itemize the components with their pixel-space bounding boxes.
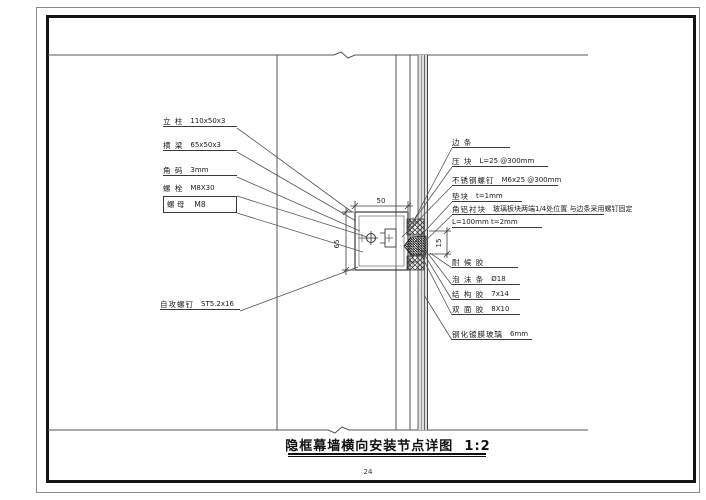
callout-weather-sealant: 耐 候 胶 <box>452 258 518 268</box>
callout-label: 双 面 胶 <box>452 305 485 314</box>
callout-label: 耐 候 胶 <box>452 258 485 267</box>
callout-transom: 横 梁 65x50x3 <box>163 141 237 151</box>
sheet-outer-border <box>36 7 700 493</box>
callout-foam-rod: 泡 沫 条 Ø18 <box>452 275 520 285</box>
callout-pressure-block: 压 块 L=25 @300mm <box>452 157 548 167</box>
callout-value: M8 <box>194 200 206 209</box>
callout-label: 结 构 胶 <box>452 290 485 299</box>
gasket-hatch-bottom <box>406 255 425 271</box>
callout-tempered-glass: 钢化镀膜玻璃 6mm <box>452 330 532 340</box>
callout-label: 垫块 <box>452 192 469 201</box>
callout-label: 角 码 <box>163 166 184 175</box>
callout-aluminum-liner: 角铝衬块 玻璃板块两端1/4处位置 与边条采用螺钉固定 <box>452 205 633 215</box>
gasket-hatch-top <box>406 218 425 236</box>
callout-aluminum-liner-size: L=100mm t=2mm <box>452 218 542 228</box>
callout-value: 110x50x3 <box>190 117 226 125</box>
callout-value: Ø18 <box>491 275 506 283</box>
callout-nut: 螺 母 M8 <box>163 196 237 213</box>
callout-value: 6mm <box>510 330 529 338</box>
callout-angle-bracket: 角 码 3mm <box>163 166 237 176</box>
mullion-lines <box>276 55 411 430</box>
callout-structural-sealant: 结 构 胶 7x14 <box>452 290 520 300</box>
svg-text:50: 50 <box>377 197 386 205</box>
callout-value: 7x14 <box>491 290 509 298</box>
sheet-inner-border <box>46 15 696 483</box>
callout-stainless-screw: 不锈钢螺钉 M6x25 @300mm <box>452 176 561 186</box>
drawing-title-text: 隐框幕墙横向安装节点详图 <box>285 439 454 454</box>
leader-lines-right <box>401 147 453 341</box>
leader-lines-left <box>236 127 368 312</box>
callout-value: 65x50x3 <box>190 141 221 149</box>
callout-label: 压 块 <box>452 157 473 166</box>
callout-value: 8X10 <box>491 305 510 313</box>
callout-spacer: 垫块 t=1mm <box>452 192 522 202</box>
callout-value: M6x25 @300mm <box>501 176 562 184</box>
callout-mullion: 立 柱 110x50x3 <box>163 117 237 127</box>
callout-value: t=1mm <box>476 192 503 200</box>
callout-label: 横 梁 <box>163 141 184 150</box>
page-number: 24 <box>363 468 373 476</box>
svg-text:15: 15 <box>435 239 443 248</box>
callout-label: 自攻螺钉 <box>160 300 194 309</box>
callout-label: 立 柱 <box>163 117 184 126</box>
callout-label: 螺 母 <box>167 200 185 209</box>
callout-label: 螺 栓 <box>163 184 184 193</box>
callout-value: L=100mm t=2mm <box>452 218 518 226</box>
title-underline <box>288 453 486 457</box>
callout-label: 钢化镀膜玻璃 <box>452 330 503 339</box>
callout-value: M8X30 <box>190 184 215 192</box>
callout-value: 玻璃板块两端1/4处位置 与边条采用螺钉固定 <box>493 205 633 213</box>
callout-label: 泡 沫 条 <box>452 275 485 284</box>
drawing-scale: 1:2 <box>464 439 491 454</box>
callout-value: L=25 @300mm <box>479 157 535 165</box>
callout-bolt: 螺 栓 M8X30 <box>163 184 237 193</box>
callout-self-tapping-screw: 自攻螺钉 ST5.2x16 <box>160 300 240 310</box>
callout-label: 边 条 <box>452 138 473 147</box>
callout-value: ST5.2x16 <box>201 300 234 308</box>
callout-label: 不锈钢螺钉 <box>452 176 495 185</box>
break-line-bottom <box>48 426 588 434</box>
callout-value: 3mm <box>190 166 209 174</box>
dimension-15: 15 <box>429 227 451 258</box>
callout-label: 角铝衬块 <box>452 205 486 214</box>
break-line-top <box>48 51 588 59</box>
drawing-title: 隐框幕墙横向安装节点详图 1:2 <box>272 435 504 454</box>
bolt-symbol <box>358 231 393 245</box>
structural-sealant-hatch <box>403 235 427 256</box>
dimension-65: 65 <box>333 207 354 275</box>
dimension-50: 50 <box>350 197 413 211</box>
callout-double-sided-tape: 双 面 胶 8X10 <box>452 305 520 315</box>
callout-edge-strip: 边 条 <box>452 138 510 148</box>
